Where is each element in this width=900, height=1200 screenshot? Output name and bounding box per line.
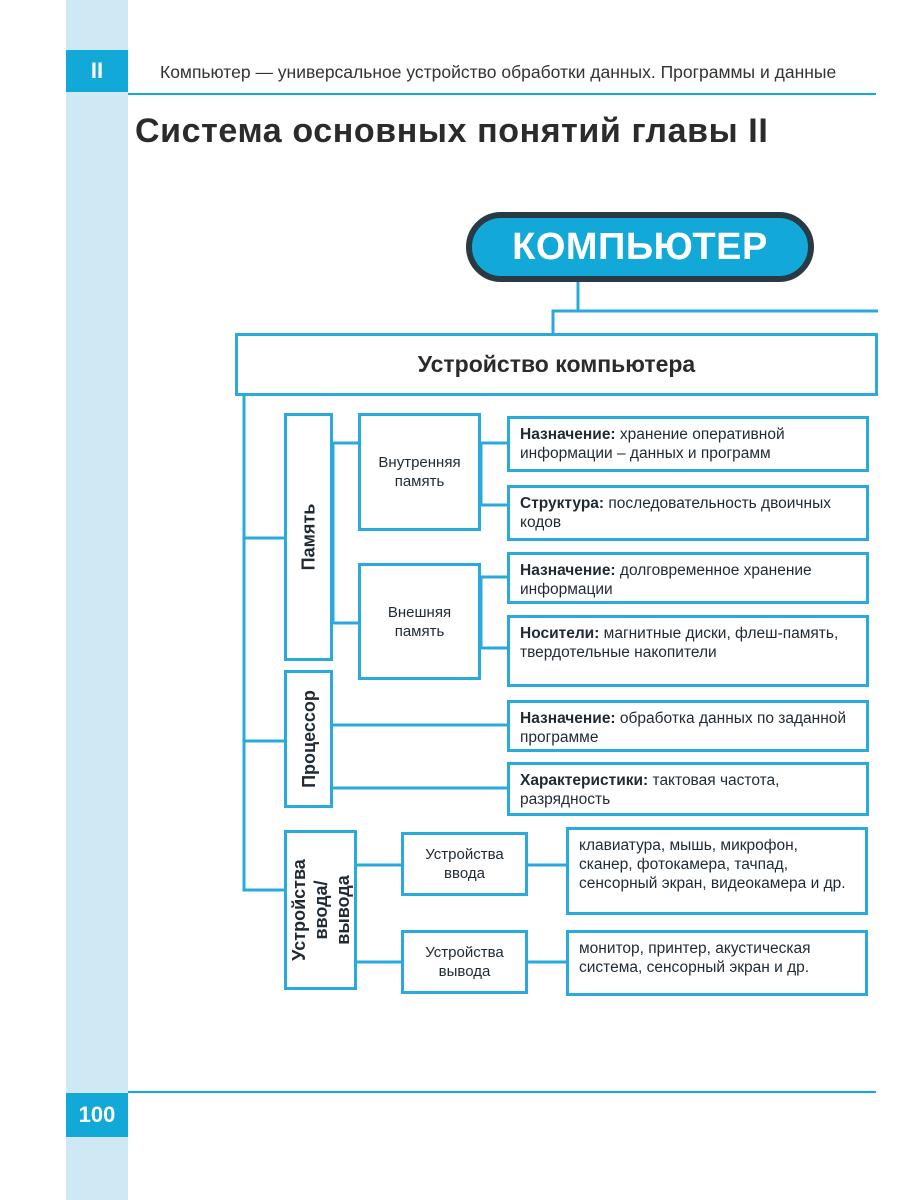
desc-internal-structure: Структура: последовательность двоичных к… <box>507 485 869 541</box>
connector-io-split <box>357 863 401 964</box>
desc-input-devices-text: клавиатура, мышь, микрофон, сканер, фото… <box>579 837 846 892</box>
desc-internal-purpose-label: Назначение: <box>520 426 616 443</box>
node-internal-memory: Внутренняя память <box>358 413 481 531</box>
node-memory: Память <box>284 413 333 661</box>
node-output-devices: Устройства вывода <box>401 930 528 994</box>
connector-internal-split <box>479 441 507 507</box>
desc-internal-structure-label: Структура: <box>520 495 605 512</box>
node-io: Устройства ввода/вывода <box>284 830 357 990</box>
node-io-label: Устройства ввода/вывода <box>288 859 353 961</box>
node-processor: Процессор <box>284 670 333 808</box>
node-internal-memory-label: Внутренняя память <box>378 454 461 490</box>
margin-strip <box>66 0 128 1200</box>
node-external-memory: Внешняя память <box>358 563 481 680</box>
root-node-computer: КОМПЬЮТЕР <box>466 212 814 282</box>
running-title: Компьютер — универсальное устройство обр… <box>160 62 837 82</box>
connector-memory-split <box>331 441 358 625</box>
desc-processor-purpose: Назначение: обработка данных по заданной… <box>507 700 869 752</box>
connector-processor-split <box>333 723 507 790</box>
desc-external-media-label: Носители: <box>520 625 600 642</box>
page-number: 100 <box>66 1093 128 1137</box>
page-title: Система основных понятий главы II <box>135 112 769 150</box>
connector-trunk <box>242 396 284 892</box>
desc-external-purpose-label: Назначение: <box>520 562 616 579</box>
desc-output-devices: монитор, принтер, акустическая система, … <box>566 930 868 996</box>
desc-internal-purpose: Назначение: хранение оперативной информа… <box>507 416 869 472</box>
desc-processor-specs: Характеристики: тактовая частота, разряд… <box>507 762 869 816</box>
desc-external-media: Носители: магнитные диски, флеш-память, … <box>507 615 869 687</box>
node-external-memory-label: Внешняя память <box>387 603 452 640</box>
header-divider <box>128 93 876 95</box>
node-output-devices-label: Устройства вывода <box>425 944 504 980</box>
node-input-devices-label: Устройства ввода <box>425 846 504 882</box>
connector-external-split <box>479 575 507 650</box>
node-input-devices: Устройства ввода <box>401 832 528 896</box>
desc-processor-specs-text: тактовая частота, разрядность <box>520 772 780 808</box>
desc-external-purpose-text: долговременное хранение информации <box>520 562 812 598</box>
footer-divider <box>128 1091 876 1093</box>
chapter-tab: II <box>66 50 128 92</box>
node-memory-label: Память <box>298 503 319 571</box>
connector-root <box>551 282 580 333</box>
desc-processor-purpose-label: Назначение: <box>520 710 616 727</box>
desc-external-media-text: магнитные диски, флеш-память, твердотель… <box>520 625 839 661</box>
desc-output-devices-text: монитор, принтер, акустическая система, … <box>579 940 811 976</box>
desc-internal-purpose-text: хранение оперативной информации – данных… <box>520 426 785 462</box>
desc-processor-specs-label: Характеристики: <box>520 772 649 789</box>
node-computer-structure: Устройство компьютера <box>235 333 878 396</box>
desc-processor-purpose-text: обработка данных по заданной программе <box>520 710 847 746</box>
node-processor-label: Процессор <box>298 690 319 788</box>
desc-external-purpose: Назначение: долговременное хранение инфо… <box>507 552 869 604</box>
desc-internal-structure-text: последовательность двоичных кодов <box>520 495 831 531</box>
desc-input-devices: клавиатура, мышь, микрофон, сканер, фото… <box>566 827 868 915</box>
